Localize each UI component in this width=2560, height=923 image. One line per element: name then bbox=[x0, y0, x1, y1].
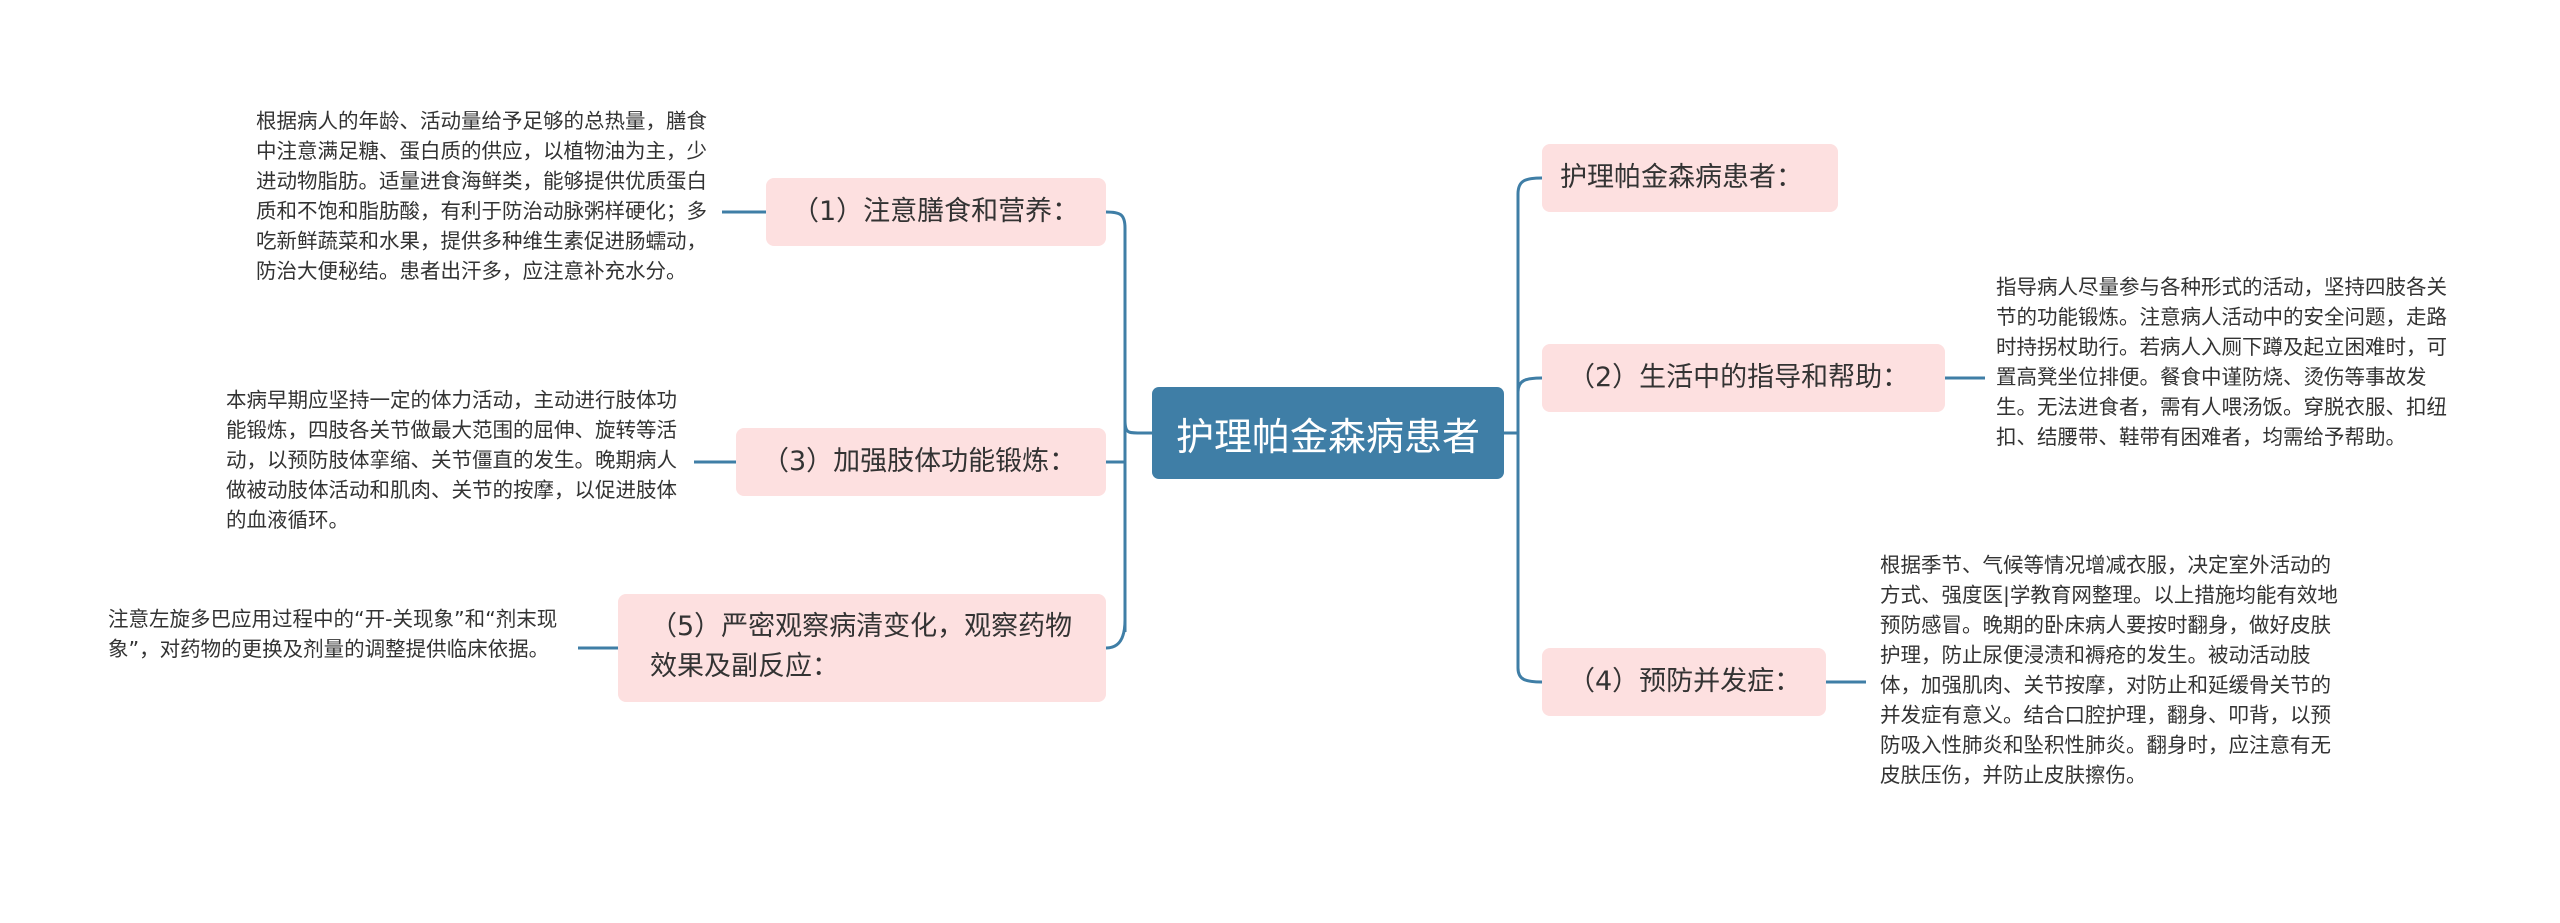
central-topic[interactable]: 护理帕金森病患者 bbox=[1152, 387, 1504, 479]
branch-life-guidance[interactable]: （2）生活中的指导和帮助： bbox=[1542, 344, 1945, 412]
note-prevent-complications: 根据季节、气候等情况增减衣服，决定室外活动的方式、强度医|学教育网整理。以上措施… bbox=[1880, 553, 2338, 787]
note-observe-medication: 注意左旋多巴应用过程中的“开-关现象”和“剂末现象”，对药物的更换及剂量的调整提… bbox=[108, 607, 558, 661]
connector-left-1 bbox=[1105, 210, 1141, 435]
connector-right-0 bbox=[1516, 176, 1543, 433]
connector-left-5 bbox=[1105, 433, 1127, 650]
connector-left-3 bbox=[1106, 433, 1127, 464]
note-life-guidance: 指导病人尽量参与各种形式的活动，坚持四肢各关节的功能锻炼。注意病人活动中的安全问… bbox=[1996, 275, 2447, 449]
connector-left-trunk bbox=[1123, 228, 1152, 632]
branch-observe-medication[interactable]: （5）严密观察病清变化，观察药物效果及副反应： bbox=[618, 594, 1106, 702]
branch-nursing-title[interactable]: 护理帕金森病患者： bbox=[1542, 144, 1838, 212]
branch-limb-exercise[interactable]: （3）加强肢体功能锻炼： bbox=[736, 428, 1106, 496]
connector-right-2 bbox=[1516, 376, 1543, 433]
connector-right-4 bbox=[1516, 433, 1543, 684]
note-diet-nutrition: 根据病人的年龄、活动量给予足够的总热量，膳食中注意满足糖、蛋白质的供应，以植物油… bbox=[256, 109, 707, 283]
note-limb-exercise: 本病早期应坚持一定的体力活动，主动进行肢体功能锻炼，四肢各关节做最大范围的屈伸、… bbox=[226, 388, 677, 532]
branch-diet-nutrition[interactable]: （1）注意膳食和营养： bbox=[766, 178, 1106, 246]
branch-prevent-complications[interactable]: （4）预防并发症： bbox=[1542, 648, 1826, 716]
